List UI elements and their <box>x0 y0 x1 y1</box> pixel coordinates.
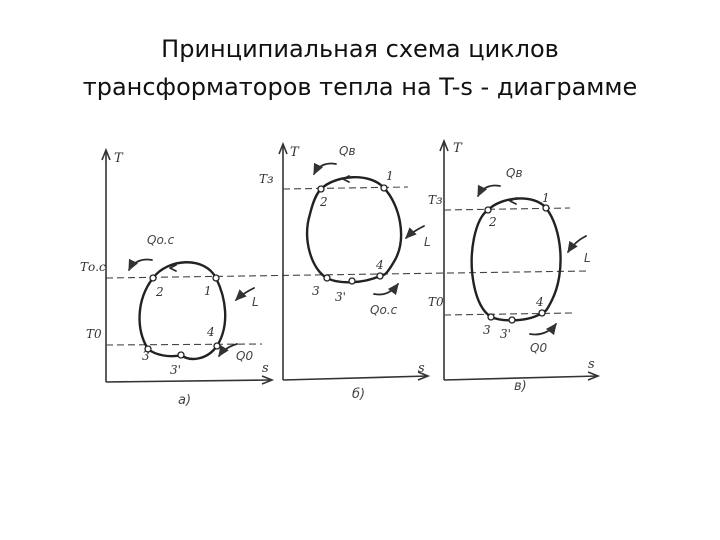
diagram-b-upper-level-line <box>282 186 409 190</box>
diagram-c-point-4 <box>538 309 546 317</box>
ambient-temperature-line <box>105 270 589 279</box>
diagram-b-point-1 <box>380 184 388 192</box>
diagram-b-s-axis-arrow <box>417 371 431 381</box>
diagram-a-s-axis <box>105 379 273 383</box>
diagram-a-point-2-label: 2 <box>155 285 164 299</box>
diagram-b-axis-s-label: s <box>418 361 425 376</box>
diagram-a-point-3-label: 3 <box>142 349 150 363</box>
diagram-a-lower-level-line <box>105 343 263 346</box>
diagram-b-heat-upper-arrow <box>313 162 337 176</box>
diagram-a-work-arrow <box>235 287 255 301</box>
diagram-a: T s Tо.с T0 1 2 3 3' 4 Qо.с L Q0 а) <box>80 147 275 408</box>
diagram-c: T s Tз T0 1 2 3 3' 4 Qв L Q0 в) <box>428 138 601 394</box>
diagram-c-point-1 <box>542 204 550 212</box>
diagram-c-point-4-label: 4 <box>535 295 544 309</box>
diagram-c-cycle-direction-arrow <box>509 197 517 205</box>
diagram-c-point-2-label: 2 <box>488 215 497 229</box>
diagram-c-heat-upper-label: Qв <box>506 166 523 180</box>
diagram-a-level-upper-label: Tо.с <box>80 260 106 274</box>
diagram-c-s-axis-arrow <box>587 371 601 381</box>
diagram-a-point-1 <box>212 274 220 282</box>
diagram-c-work-arrow <box>567 235 587 254</box>
diagram-a-heat-upper-label: Qо.с <box>147 233 175 247</box>
diagram-b-s-axis <box>282 375 429 381</box>
diagram-b-heat-lower-arrow <box>373 282 399 296</box>
diagram-a-heat-lower-label: Q0 <box>236 349 253 363</box>
title-line-2: трансформаторов тепла на T-s - диаграмме <box>82 73 638 101</box>
diagram-b-t-axis-arrow <box>278 141 288 155</box>
diagram-c-t-axis-arrow <box>439 138 449 152</box>
diagram-a-point-4-label: 4 <box>206 325 215 339</box>
diagram-c-axis-s-label: s <box>588 357 595 372</box>
title-line-1: Принципиальная схема циклов <box>161 35 559 63</box>
diagram-c-heat-lower-arrow <box>529 322 557 336</box>
diagram-b-level-upper-label: Tз <box>259 172 274 186</box>
diagram-c-work-label: L <box>584 251 591 265</box>
diagram-a-work-label: L <box>252 295 259 309</box>
slide-title: Принципиальная схема циклов трансформато… <box>0 30 720 106</box>
diagram-c-point-3-prime-label: 3' <box>500 327 511 341</box>
diagram-b-point-4-label: 4 <box>375 258 384 272</box>
diagram-c-axis-t-label: T <box>453 141 463 156</box>
diagram-c-level-upper-label: Tз <box>428 193 443 207</box>
diagram-a-point-3-prime <box>177 351 185 359</box>
diagram-c-point-3-label: 3 <box>483 323 491 337</box>
diagram-a-s-axis-arrow <box>261 375 275 385</box>
diagram-c-caption: в) <box>514 379 527 394</box>
diagram-c-upper-level-line <box>443 207 571 211</box>
diagram-a-level-lower-label: T0 <box>86 327 102 341</box>
diagram-b-cycle-curve <box>305 176 403 284</box>
diagram-c-s-axis <box>443 375 599 381</box>
diagram-b-axis-t-label: T <box>290 145 300 160</box>
diagram-b-point-1-label: 1 <box>386 169 394 183</box>
diagram-b-point-3 <box>323 274 331 282</box>
diagram-a-axis-t-label: T <box>114 151 124 166</box>
diagram-c-point-3 <box>487 313 495 321</box>
diagram-b-heat-upper-label: Qв <box>339 144 356 158</box>
diagram-c-cycle-curve <box>470 197 562 322</box>
diagram-c-heat-upper-arrow <box>477 184 501 198</box>
diagram-a-axis-s-label: s <box>262 361 269 376</box>
diagram-b-point-3-prime <box>348 277 356 285</box>
diagram-b-point-3-label: 3 <box>312 284 320 298</box>
diagram-c-heat-lower-label: Q0 <box>530 341 547 355</box>
diagram-b: T s Tз 1 2 3 3' 4 Qв L Qо.с б) <box>259 141 431 402</box>
diagram-b-work-arrow <box>405 225 425 239</box>
diagram-b-caption: б) <box>352 387 365 402</box>
diagram-c-level-lower-label: T0 <box>428 295 444 309</box>
diagram-a-point-2 <box>149 274 157 282</box>
diagram-b-point-2-label: 2 <box>319 195 328 209</box>
diagram-a-cycle-direction-arrow <box>169 264 177 272</box>
diagram-c-lower-level-line <box>443 312 573 316</box>
diagram-a-point-1-label: 1 <box>204 284 212 298</box>
diagram-b-cycle-direction-arrow <box>342 175 350 183</box>
diagram-a-point-3 <box>144 345 152 353</box>
diagram-c-point-1-label: 1 <box>542 191 550 205</box>
diagram-b-point-4 <box>376 272 384 280</box>
diagram-b-heat-lower-label: Qо.с <box>370 303 398 317</box>
diagram-a-caption: а) <box>178 393 191 408</box>
diagram-a-t-axis-arrow <box>101 147 111 161</box>
diagram-b-point-2 <box>317 185 325 193</box>
diagram-b-point-3-prime-label: 3' <box>335 290 346 304</box>
diagram-a-point-3-prime-label: 3' <box>170 363 181 377</box>
diagram-a-point-4 <box>213 342 221 350</box>
diagram-a-cycle-curve <box>138 261 227 361</box>
diagram-a-heat-upper-arrow <box>128 258 153 272</box>
diagram-b-work-label: L <box>424 235 431 249</box>
diagram-c-point-3-prime <box>508 316 516 324</box>
diagram-c-point-2 <box>484 206 492 214</box>
diagram-a-heat-lower-arrow <box>218 343 238 358</box>
